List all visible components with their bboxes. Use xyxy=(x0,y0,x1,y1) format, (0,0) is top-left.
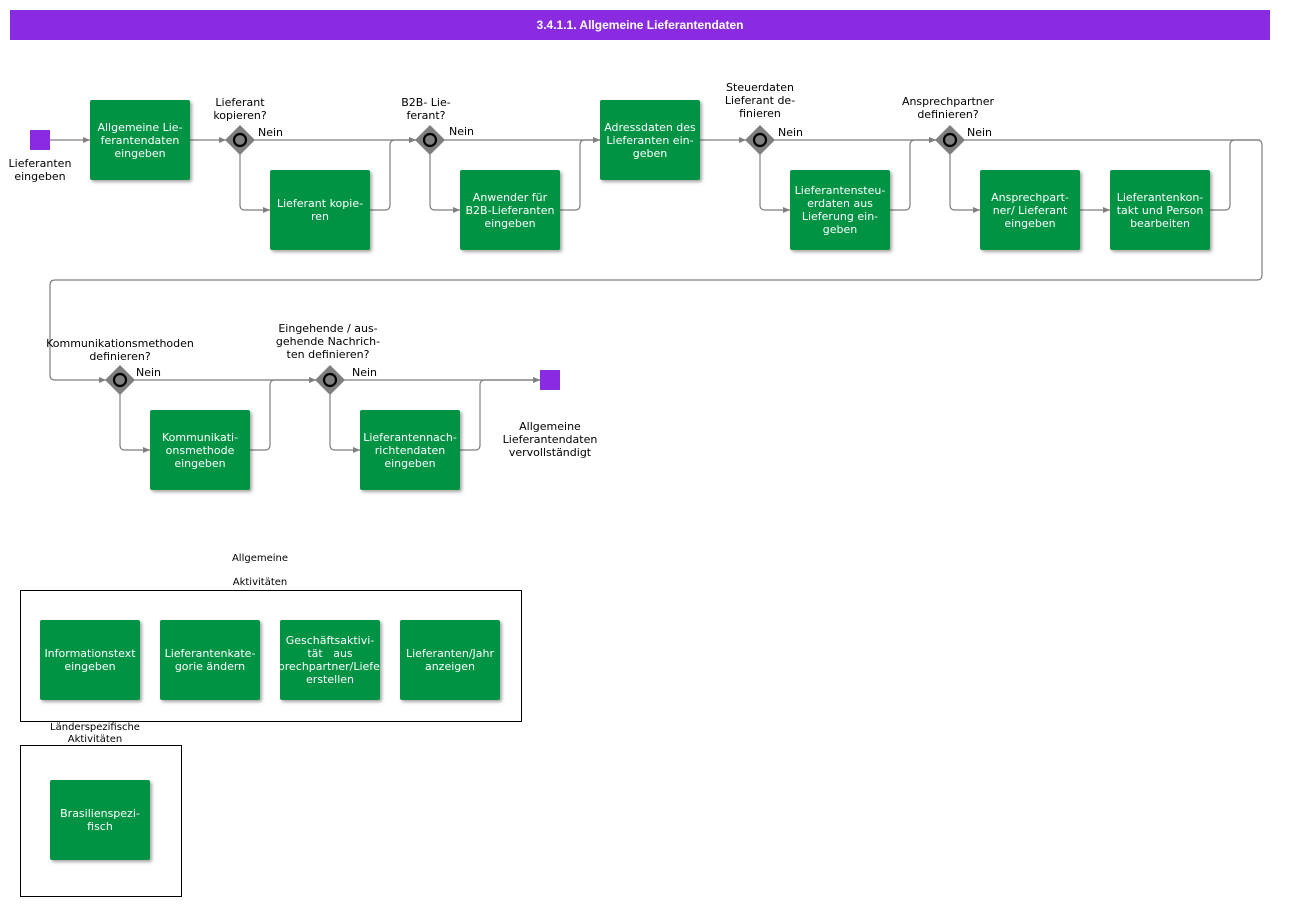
gateway-marker xyxy=(112,372,128,388)
group-title-allgemeine-aktivitaeten: Allgemeine Aktivitäten xyxy=(231,553,289,588)
task-adressdaten[interactable]: Adressdaten des Lieferanten ein- geben xyxy=(600,100,700,180)
gateway-diamond xyxy=(415,125,445,155)
flow-g1-yes xyxy=(239,154,270,213)
gateway-marker xyxy=(322,372,338,388)
task-informationstext[interactable]: Informationstext eingeben xyxy=(40,620,140,700)
start-event[interactable] xyxy=(30,130,50,150)
gateway-label-b2b: B2B- Lie- ferant? xyxy=(401,96,451,122)
nein-label: Nein xyxy=(967,126,993,139)
task-lieferantenkontakt[interactable]: Lieferantenkon- takt und Person bearbeit… xyxy=(1110,170,1210,250)
gateway-label-kommunikationsmethoden: Kommunikationsmethoden definieren? xyxy=(46,337,194,363)
gateway-steuerdaten[interactable] xyxy=(745,125,775,155)
gateway-diamond xyxy=(745,125,775,155)
gateway-marker xyxy=(752,132,768,148)
task-allgemeine-lieferantendaten[interactable]: Allgemeine Lie- ferantendaten eingeben xyxy=(90,100,190,180)
flow-g4-yes xyxy=(949,154,980,213)
flow-t2-merge xyxy=(370,137,416,211)
flow-g6-yes xyxy=(329,394,360,453)
gateway-kommunikationsmethoden[interactable] xyxy=(105,365,135,395)
gateway-lieferant-kopieren[interactable] xyxy=(225,125,255,155)
nein-label: Nein xyxy=(778,126,804,139)
gateway-marker xyxy=(942,132,958,148)
nein-label: Nein xyxy=(258,126,284,139)
diagram-title: 3.4.1.1. Allgemeine Lieferantendaten xyxy=(10,10,1270,40)
group-laenderspezifische-aktivitaeten xyxy=(20,745,182,897)
end-event-label: Allgemeine Lieferantendaten vervollständ… xyxy=(502,420,598,459)
task-steuerdaten[interactable]: Lieferantensteu- erdaten aus Lieferung e… xyxy=(790,170,890,250)
nein-label: Nein xyxy=(136,366,162,379)
task-ansprechpartner[interactable]: Ansprechpart- ner/ Lieferant eingeben xyxy=(980,170,1080,250)
gateway-diamond xyxy=(935,125,965,155)
task-lieferantennachrichten[interactable]: Lieferantennach- richtendaten eingeben xyxy=(360,410,460,490)
group-allgemeine-aktivitaeten xyxy=(20,590,522,722)
task-brasilienspezifisch[interactable]: Brasilienspezi- fisch xyxy=(50,780,150,860)
task-lieferant-kopieren[interactable]: Lieferant kopie- ren xyxy=(270,170,370,250)
nein-label: Nein xyxy=(352,366,378,379)
end-event[interactable] xyxy=(540,370,560,390)
connectors xyxy=(49,137,1263,453)
gateway-label-steuerdaten: Steuerdaten Lieferant de- finieren xyxy=(724,81,796,120)
gateway-label-lieferant-kopieren: Lieferant kopieren? xyxy=(213,96,267,122)
group-title-laenderspezifisch: Länderspezifische Aktivitäten xyxy=(50,722,140,744)
gateway-b2b-lieferant[interactable] xyxy=(415,125,445,155)
gateway-diamond xyxy=(315,365,345,395)
gateway-diamond xyxy=(225,125,255,155)
flow-t8-merge xyxy=(250,377,316,451)
flow-t7-merge xyxy=(1210,139,1260,211)
gateway-nachrichten[interactable] xyxy=(315,365,345,395)
task-geschaeftsaktivitaet[interactable]: Geschäftsaktivi- tät aus Ansprechpartner… xyxy=(280,620,380,700)
gateway-label-ansprechpartner: Ansprechpartner definieren? xyxy=(901,95,995,121)
task-lieferantenkategorie[interactable]: Lieferantenkate- gorie ändern xyxy=(160,620,260,700)
task-kommunikationsmethode[interactable]: Kommunikati- onsmethode eingeben xyxy=(150,410,250,490)
gateway-ansprechpartner[interactable] xyxy=(935,125,965,155)
gateway-diamond xyxy=(105,365,135,395)
flow-t3-merge xyxy=(560,137,600,211)
start-event-label: Lieferanten eingeben xyxy=(8,157,72,183)
flow-g2-yes xyxy=(429,154,460,213)
flow-g5-yes xyxy=(119,394,150,453)
gateway-marker xyxy=(422,132,438,148)
flow-t5-merge xyxy=(890,137,936,211)
nein-label: Nein xyxy=(449,125,475,138)
task-anwender-b2b[interactable]: Anwender für B2B-Lieferanten eingeben xyxy=(460,170,560,250)
gateway-label-nachrichten: Eingehende / aus- gehende Nachrich- ten … xyxy=(275,322,381,361)
gateway-marker xyxy=(232,132,248,148)
flow-g4-nein-wrap xyxy=(49,139,1263,383)
flow-t9-merge xyxy=(460,377,540,451)
task-lieferanten-jahr[interactable]: Lieferanten/Jahr anzeigen xyxy=(400,620,500,700)
flow-g3-yes xyxy=(759,154,790,213)
